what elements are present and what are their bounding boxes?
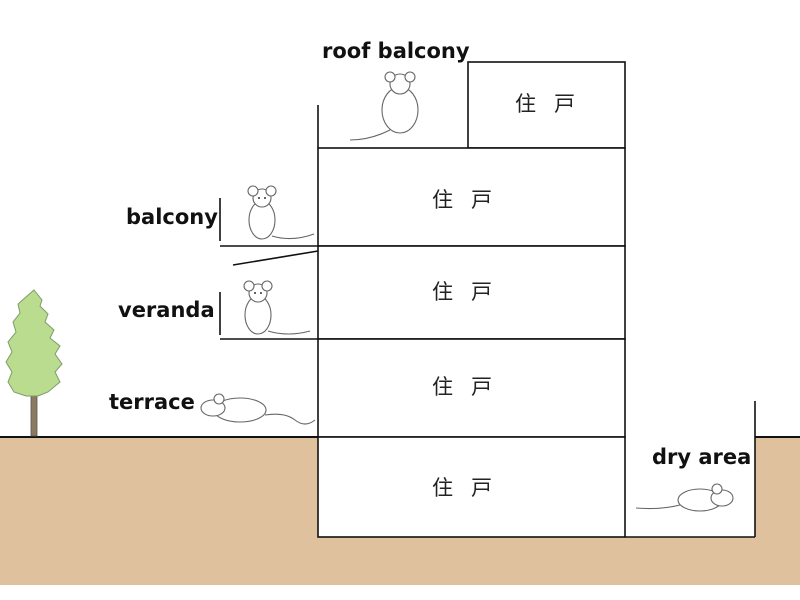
label-roof-balcony: roof balcony (322, 39, 470, 63)
unit-floor1: 住戸 (432, 375, 510, 399)
mouse-icon (243, 280, 311, 335)
mouse-icon (349, 71, 419, 141)
veranda-structure (219, 292, 318, 340)
building (317, 61, 756, 538)
mouse-icon (635, 483, 734, 512)
unit-floor3: 住戸 (432, 188, 510, 212)
unit-floor2: 住戸 (432, 280, 510, 304)
mouse-icon (247, 185, 315, 240)
tree-icon (5, 289, 63, 437)
balcony-structure (219, 198, 319, 266)
label-dry-area: dry area (652, 445, 752, 469)
label-veranda: veranda (118, 298, 215, 322)
label-balcony: balcony (126, 205, 218, 229)
unit-top: 住戸 (515, 92, 593, 116)
mouse-icon (200, 393, 316, 425)
label-terrace: terrace (109, 390, 195, 414)
unit-basement: 住戸 (432, 476, 510, 500)
ground (0, 436, 800, 585)
